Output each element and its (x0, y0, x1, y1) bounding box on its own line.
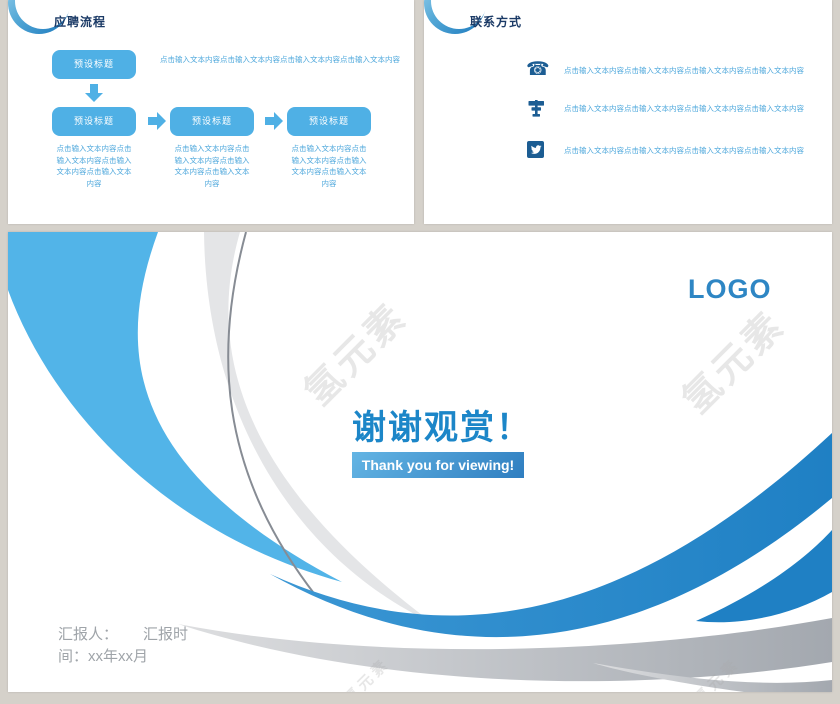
swoosh-lightblue (8, 232, 342, 582)
slide-thumbnail-process[interactable]: 应聘流程 预设标题 点击输入文本内容点击输入文本内容点击输入文本内容点击输入文本… (8, 0, 414, 224)
arrow-right-icon (148, 112, 166, 130)
thank-you-banner: Thank you for viewing! (352, 452, 524, 478)
slide-thank-you[interactable]: 氢元素 氢元素 氢元素 氢元素 LOGO 谢谢观赏！ Thank you for… (8, 232, 832, 692)
step-caption-1: 点击输入文本内容点击输入文本内容点击输入文本内容点击输入文本内容 (56, 144, 132, 188)
flow-box-step-1: 预设标题 (52, 107, 136, 136)
step-caption-2: 点击输入文本内容点击输入文本内容点击输入文本内容点击输入文本内容 (174, 144, 250, 188)
contact-row-text: 点击输入文本内容点击输入文本内容点击输入文本内容点击输入文本内容 (564, 146, 804, 155)
swoosh-lightgray (204, 232, 434, 624)
twitter-icon (527, 141, 544, 158)
swoosh-blue-main (270, 433, 832, 638)
flow-box-step-2: 预设标题 (170, 107, 254, 136)
flow-box-top: 预设标题 (52, 50, 136, 79)
decorative-swoosh-graphic (8, 232, 832, 692)
contact-row-text: 点击输入文本内容点击输入文本内容点击输入文本内容点击输入文本内容 (564, 104, 804, 113)
contact-row-text: 点击输入文本内容点击输入文本内容点击输入文本内容点击输入文本内容 (564, 66, 804, 75)
signpost-icon (526, 99, 546, 119)
contact-slide-title: 联系方式 (470, 15, 523, 29)
process-intro-text: 点击输入文本内容点击输入文本内容点击输入文本内容点击输入文本内容 (160, 55, 400, 64)
presenter-line-1: 汇报人： 汇报时 (58, 626, 189, 643)
presenter-info: 汇报人： 汇报时间：xx年xx月 (58, 624, 188, 668)
flow-box-step-3: 预设标题 (287, 107, 371, 136)
arrow-down-icon (85, 84, 103, 102)
presenter-line-2: 间：xx年xx月 (58, 648, 149, 665)
phone-icon: ☎ (526, 59, 550, 80)
step-caption-3: 点击输入文本内容点击输入文本内容点击输入文本内容点击输入文本内容 (291, 144, 367, 188)
logo-text: LOGO (688, 274, 772, 304)
thank-you-headline: 谢谢观赏！ (352, 409, 532, 447)
swoosh-silver-branch (593, 663, 832, 692)
swoosh-silver (178, 618, 832, 682)
arrow-right-icon (265, 112, 283, 130)
process-slide-title: 应聘流程 (54, 15, 107, 29)
slide-thumbnail-contact[interactable]: 联系方式 ☎ 点击输入文本内容点击输入文本内容点击输入文本内容点击输入文本内容 … (424, 0, 832, 224)
swoosh-blue-secondary (696, 530, 832, 623)
swoosh-thin-line (227, 232, 317, 597)
